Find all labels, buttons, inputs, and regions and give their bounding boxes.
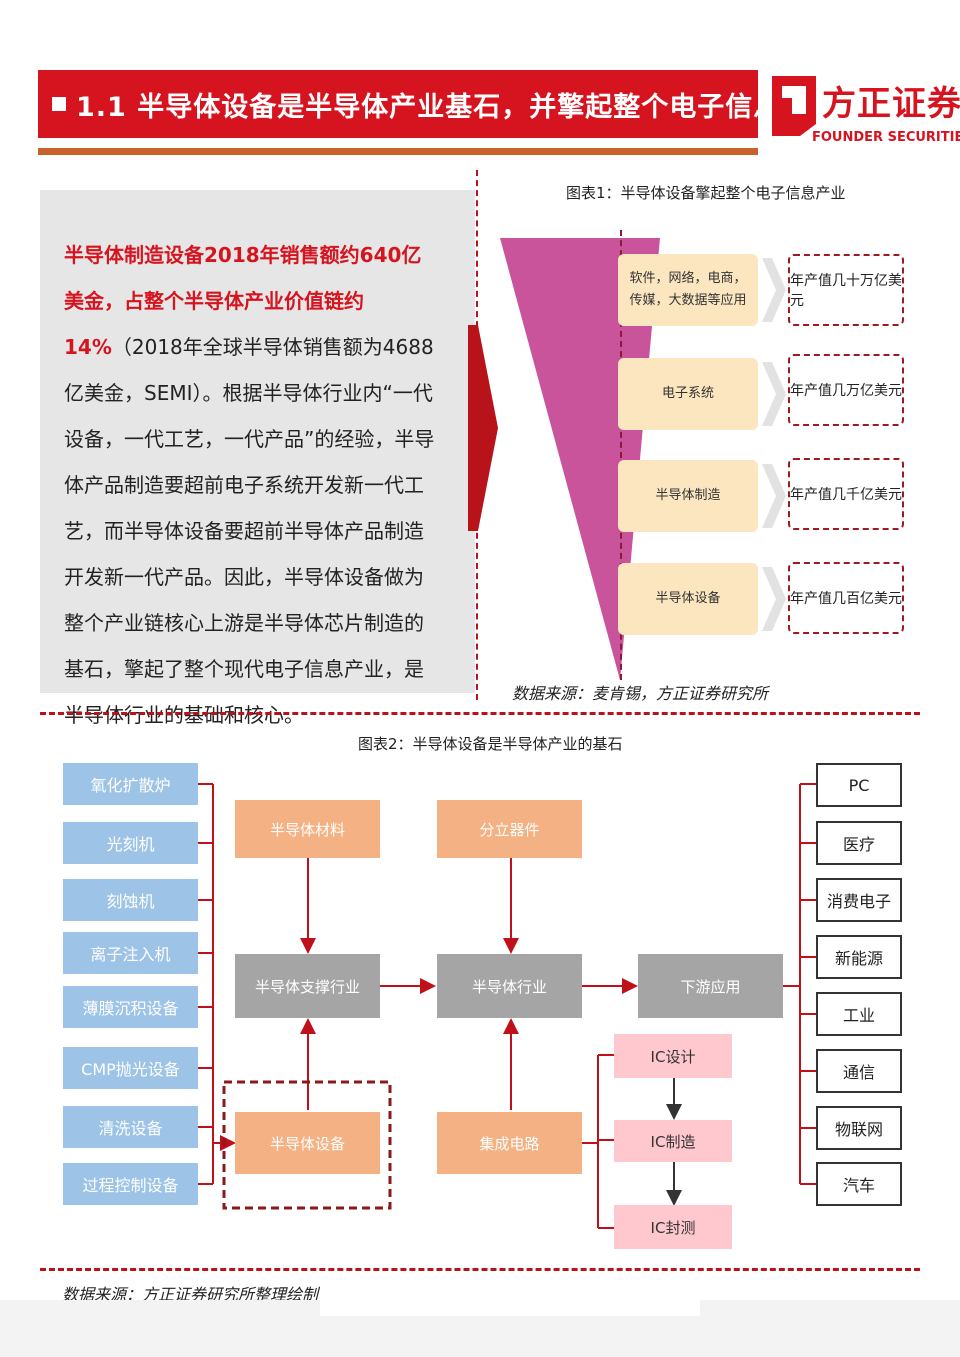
equipment-item: 刻蚀机 [63,879,198,921]
chevron-right-icon [762,464,786,528]
equipment-item: 清洗设备 [63,1106,198,1148]
node-semi-industry: 半导体行业 [437,954,582,1018]
application-item: 医疗 [816,821,902,865]
vertical-divider [476,170,478,700]
ic-step-design: IC设计 [614,1034,732,1078]
horizontal-divider-top [40,712,920,715]
equipment-item: 氧化扩散炉 [63,763,198,805]
section-header-bar [38,70,758,138]
node-discrete: 分立器件 [437,800,582,858]
application-item: 物联网 [816,1106,902,1150]
funnel-center-line [620,230,622,680]
equipment-item: 过程控制设备 [63,1163,198,1205]
node-downstream: 下游应用 [638,954,783,1018]
node-semi-equipment: 半导体设备 [235,1112,380,1174]
application-item: PC [816,763,902,807]
level-apps-line1: 软件，网络，电商， [629,271,747,286]
chevron-right-icon [762,258,786,322]
level-semi-mfg-box: 半导体制造 [618,460,758,532]
equipment-item: 光刻机 [63,822,198,864]
chevron-right-icon [762,362,786,426]
value-apps: 年产值几十万亿美元 [788,254,904,326]
figure1-caption: 图表1：半导体设备擎起整个电子信息产业 [566,184,846,202]
ic-step-package-test: IC封测 [614,1205,732,1249]
figure1-source: 数据来源：麦肯锡，方正证券研究所 [512,684,769,703]
ic-step-manufacture: IC制造 [614,1120,732,1162]
value-semi-mfg: 年产值几千亿美元 [788,458,904,530]
level-apps-line2: 传媒，大数据等应用 [629,293,747,308]
level-semi-equip-box: 半导体设备 [618,563,758,635]
header-underline [38,148,758,155]
chevron-right-icon [762,567,786,631]
founder-logo-icon [772,76,816,136]
equipment-item: 薄膜沉积设备 [63,986,198,1028]
level-apps-box: 软件，网络，电商， 传媒，大数据等应用 [618,254,758,326]
value-electronics: 年产值几万亿美元 [788,354,904,426]
summary-body: （2018年全球半导体销售额为4688亿美金，SEMI）。根据半导体行业内“一代… [64,335,435,727]
section-title: 1.1 半导体设备是半导体产业基石，并擎起整个电子信息产业 [76,92,838,123]
panel-arrow-icon [468,325,498,531]
summary-highlight: 半导体制造设备2018年销售额约640亿美金，占整个半导体产业价值链约14% [64,243,422,359]
equipment-item: CMP抛光设备 [63,1047,198,1089]
application-item: 汽车 [816,1162,902,1206]
level-electronics-box: 电子系统 [618,358,758,430]
summary-text: 半导体制造设备2018年销售额约640亿美金，占整个半导体产业价值链约14%（2… [64,232,436,738]
page-footer-tab [320,1296,700,1316]
logo-text-cn: 方正证券 [822,84,960,124]
node-materials: 半导体材料 [235,800,380,858]
summary-panel [40,190,475,693]
node-ic: 集成电路 [437,1112,582,1174]
figure2-source: 数据来源：方正证券研究所整理绘制 [62,1285,319,1304]
application-item: 通信 [816,1049,902,1093]
value-semi-equip: 年产值几百亿美元 [788,562,904,634]
logo-text-en: FOUNDER SECURITIES [812,130,960,145]
application-item: 新能源 [816,935,902,979]
node-support-industry: 半导体支撑行业 [235,954,380,1018]
equipment-item: 离子注入机 [63,932,198,974]
header-bullet-square [52,97,66,111]
application-item: 工业 [816,992,902,1036]
figure2-caption: 图表2：半导体设备是半导体产业的基石 [358,735,623,753]
horizontal-divider-bottom [40,1268,920,1271]
application-item: 消费电子 [816,878,902,922]
